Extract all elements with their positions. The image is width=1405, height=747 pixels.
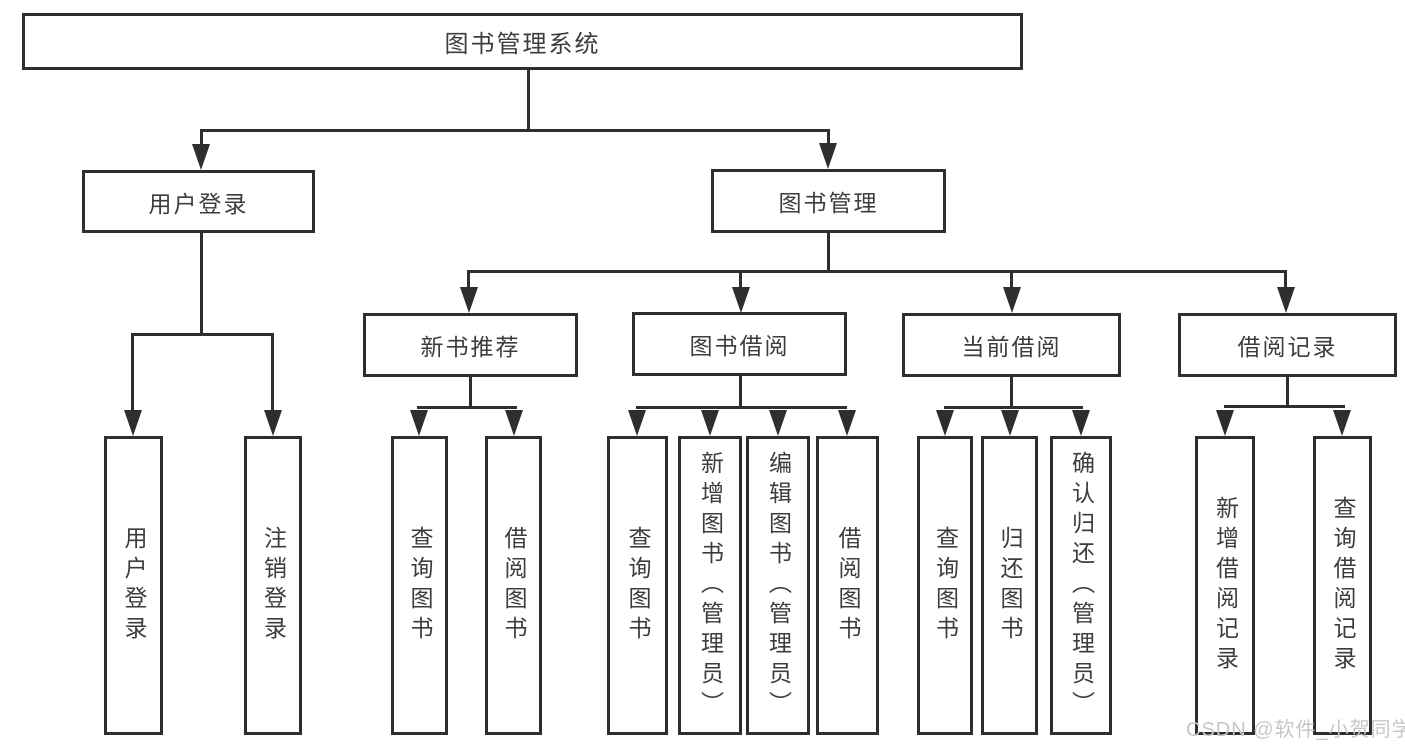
connector-hline <box>200 129 830 132</box>
node-label: 查询图书 <box>625 525 651 646</box>
node-user-login: 用户登录 <box>82 170 315 233</box>
arrow-down-icon <box>936 410 954 436</box>
arrow-down-icon <box>192 144 210 170</box>
arrow-down-icon <box>1216 410 1234 436</box>
connector-vline <box>527 70 530 132</box>
leaf-borrow-books-recommend: 借阅图书 <box>485 436 542 735</box>
node-label: 查询借阅记录 <box>1330 495 1356 676</box>
node-label: 查询图书 <box>932 525 959 646</box>
node-label: 借阅记录 <box>1237 334 1338 360</box>
node-label: 查询图书 <box>407 525 433 646</box>
arrow-down-icon <box>505 410 523 436</box>
connector-vline <box>1010 270 1013 289</box>
connector-vline <box>200 233 203 336</box>
node-current-borrowing: 当前借阅 <box>902 313 1121 377</box>
leaf-edit-books-admin: 编辑图书（管理员） <box>746 436 810 735</box>
arrow-down-icon <box>1333 410 1351 436</box>
leaf-confirm-return-admin: 确认归还（管理员） <box>1050 436 1112 735</box>
node-label: 归还图书 <box>997 525 1023 646</box>
arrow-down-icon <box>628 410 646 436</box>
arrow-down-icon <box>838 410 856 436</box>
arrow-down-icon <box>1001 410 1019 436</box>
connector-vline <box>1286 377 1289 408</box>
connector-vline <box>469 377 472 409</box>
node-book-borrowing: 图书借阅 <box>632 312 847 376</box>
leaf-add-borrow-record: 新增借阅记录 <box>1195 436 1255 735</box>
connector-vline <box>827 129 830 146</box>
arrow-down-icon <box>1277 287 1295 313</box>
connector-vline <box>467 270 470 289</box>
node-label: 新书推荐 <box>420 334 521 360</box>
node-new-book-recommend: 新书推荐 <box>363 313 578 377</box>
connector-vline <box>200 129 203 147</box>
leaf-query-books-current: 查询图书 <box>917 436 973 735</box>
node-label: 借阅图书 <box>835 525 861 646</box>
arrow-down-icon <box>410 410 428 436</box>
leaf-logout: 注销登录 <box>244 436 302 735</box>
connector-hline <box>636 406 847 409</box>
node-book-management: 图书管理 <box>711 169 946 233</box>
connector-vline <box>1010 377 1013 409</box>
csdn-watermark: CSDN @软件_小贺同学 <box>1186 719 1405 741</box>
node-borrow-records: 借阅记录 <box>1178 313 1397 377</box>
leaf-user-login: 用户登录 <box>104 436 163 735</box>
connector-vline <box>827 233 830 273</box>
node-label: 图书管理 <box>778 190 879 216</box>
arrow-down-icon <box>732 287 750 313</box>
node-label: 借阅图书 <box>501 525 527 646</box>
leaf-borrow-books: 借阅图书 <box>816 436 879 735</box>
connector-hline <box>131 333 274 336</box>
node-label: 编辑图书（管理员） <box>765 450 792 721</box>
connector-vline <box>271 333 274 413</box>
arrow-down-icon <box>124 410 142 436</box>
connector-hline <box>467 270 1287 273</box>
arrow-down-icon <box>264 410 282 436</box>
arrow-down-icon <box>460 287 478 313</box>
connector-hline <box>1224 405 1345 408</box>
arrow-down-icon <box>1003 287 1021 313</box>
node-label: 图书管理系统 <box>444 31 601 58</box>
connector-vline <box>739 270 742 289</box>
leaf-return-books: 归还图书 <box>981 436 1038 735</box>
leaf-query-books-recommend: 查询图书 <box>391 436 448 735</box>
node-label: 当前借阅 <box>961 334 1062 360</box>
arrow-down-icon <box>769 410 787 436</box>
arrow-down-icon <box>819 143 837 169</box>
leaf-query-borrow-record: 查询借阅记录 <box>1313 436 1372 735</box>
node-label: 注销登录 <box>260 525 287 646</box>
node-label: 确认归还（管理员） <box>1068 450 1095 721</box>
leaf-query-books-borrowing: 查询图书 <box>607 436 668 735</box>
node-label: 新增借阅记录 <box>1212 495 1239 676</box>
connector-vline <box>739 376 742 409</box>
node-label: 新增图书（管理员） <box>697 450 724 721</box>
arrow-down-icon <box>1072 410 1090 436</box>
arrow-down-icon <box>701 410 719 436</box>
node-label: 用户登录 <box>148 190 249 217</box>
node-library-system-root: 图书管理系统 <box>22 13 1023 70</box>
node-label: 图书借阅 <box>689 333 790 359</box>
connector-vline <box>1284 270 1287 289</box>
connector-vline <box>131 333 134 413</box>
connector-hline <box>417 406 517 409</box>
connector-hline <box>944 406 1083 409</box>
leaf-add-books-admin: 新增图书（管理员） <box>678 436 742 735</box>
node-label: 用户登录 <box>121 525 147 646</box>
